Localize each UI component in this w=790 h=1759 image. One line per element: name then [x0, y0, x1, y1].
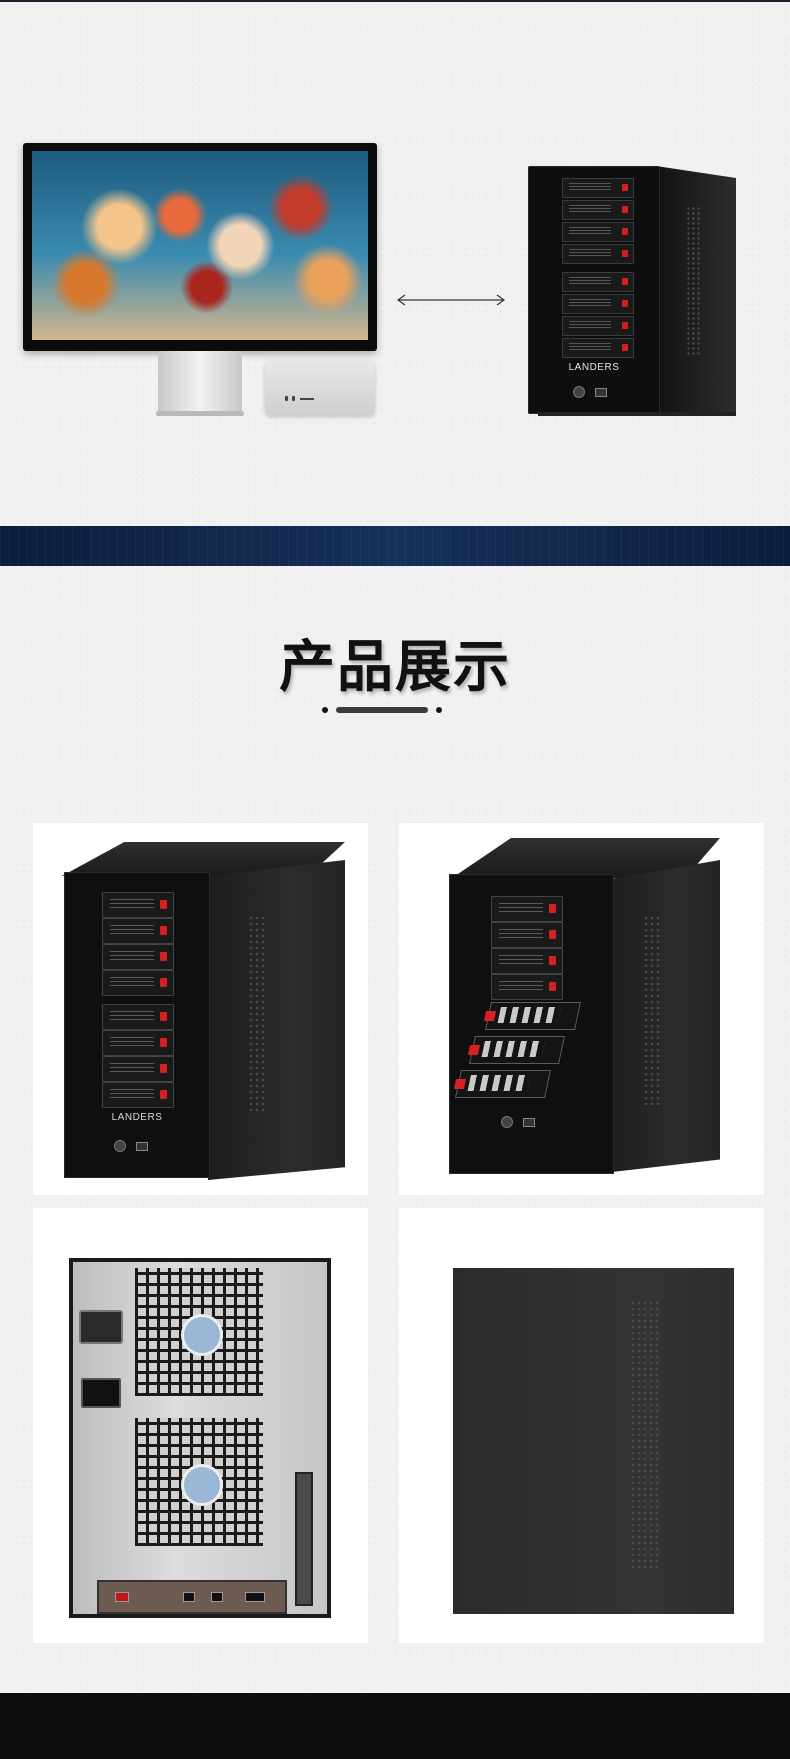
bay-led-icon	[622, 300, 628, 307]
drive-bay	[562, 244, 634, 264]
bay-led-icon	[549, 956, 556, 965]
bay-led-icon	[622, 344, 628, 351]
power-button-icon	[114, 1140, 126, 1152]
drive-bay	[562, 178, 634, 198]
power-button-icon	[501, 1116, 513, 1128]
drive-tray	[102, 970, 174, 996]
drive-tray-extended	[483, 1002, 581, 1030]
nas-enclosure-hero: LANDERS	[528, 166, 736, 416]
drive-tray	[102, 1082, 174, 1108]
fan-grill	[135, 1418, 263, 1546]
bay-led-icon	[549, 930, 556, 939]
drive-bays	[562, 178, 634, 360]
fan-grill	[135, 1268, 263, 1396]
footer-bar	[0, 1693, 790, 1759]
usb-port-icon	[292, 396, 295, 401]
bay-led-icon	[160, 1064, 167, 1073]
bay-led-icon	[160, 952, 167, 961]
bay-led-icon	[622, 278, 628, 285]
drive-tray	[102, 1004, 174, 1030]
drive-tray	[102, 1030, 174, 1056]
vent-holes	[248, 915, 268, 1115]
bay-led-icon	[160, 978, 167, 987]
drive-tray	[102, 944, 174, 970]
title-underline	[322, 705, 442, 715]
studio-display-monitor	[23, 143, 377, 351]
bay-led-icon	[622, 206, 628, 213]
bay-led-icon	[622, 250, 628, 257]
drive-tray	[491, 896, 563, 922]
monitor-stand	[158, 351, 242, 415]
underline-dot	[322, 707, 328, 713]
usb-port-icon	[523, 1118, 535, 1127]
bay-led-icon	[622, 228, 628, 235]
drive-bay	[562, 272, 634, 292]
bay-led-icon	[160, 1090, 167, 1099]
underline-bar	[336, 707, 428, 713]
drive-bay	[562, 222, 634, 242]
hero-section: LANDERS	[0, 2, 790, 526]
side-panel	[453, 1268, 734, 1614]
bay-led-icon	[160, 926, 167, 935]
drive-bay	[562, 316, 634, 336]
usb-port-icon	[115, 1592, 129, 1602]
rear-chassis	[69, 1258, 331, 1618]
power-button-icon	[573, 386, 585, 398]
vent-holes	[686, 206, 700, 356]
tray-handle-icon	[453, 1079, 467, 1089]
drive-tray	[102, 892, 174, 918]
tower-side	[612, 860, 720, 1172]
monitor-base	[156, 411, 244, 416]
bay-led-icon	[160, 900, 167, 909]
vent-holes	[630, 1300, 662, 1570]
tower-side	[208, 860, 345, 1180]
bay-led-icon	[549, 904, 556, 913]
drive-tray	[491, 948, 563, 974]
drive-tray	[102, 918, 174, 944]
section-title: 产品展示	[279, 635, 511, 700]
drive-bay	[562, 338, 634, 358]
section-divider-banner	[0, 526, 790, 566]
bay-led-icon	[160, 1012, 167, 1021]
brand-label: LANDERS	[111, 1112, 163, 1123]
hdmi-port-icon	[245, 1592, 265, 1602]
tray-handle-icon	[467, 1045, 481, 1055]
bay-led-icon	[160, 1038, 167, 1047]
drive-tray-extended	[467, 1036, 565, 1064]
tower-front	[449, 874, 614, 1174]
usb-port-icon	[595, 388, 607, 397]
drive-tray	[491, 974, 563, 1000]
sd-slot-icon	[300, 398, 314, 400]
drive-bay	[562, 294, 634, 314]
psu-fan-icon	[79, 1310, 123, 1344]
power-socket-icon	[81, 1378, 121, 1408]
tray-handle-icon	[483, 1011, 497, 1021]
bay-led-icon	[549, 982, 556, 991]
fan-icon	[181, 1464, 223, 1506]
usb-port-icon	[285, 396, 288, 401]
underline-dot	[436, 707, 442, 713]
usb-port-icon	[136, 1142, 148, 1151]
nas-front-panel: LANDERS	[528, 166, 660, 414]
drive-bay	[562, 200, 634, 220]
fan-icon	[181, 1314, 223, 1356]
vent-holes	[643, 915, 661, 1105]
drive-tray-extended	[453, 1070, 551, 1098]
mac-studio-computer	[265, 360, 375, 415]
usb-c-port-icon	[211, 1592, 223, 1602]
expansion-slot	[295, 1472, 313, 1606]
bay-led-icon	[622, 184, 628, 191]
io-plate	[97, 1580, 287, 1614]
top-border	[0, 0, 790, 2]
bay-led-icon	[622, 322, 628, 329]
monitor-screen-artwork	[32, 151, 368, 340]
nas-feet	[538, 412, 736, 416]
brand-label: LANDERS	[568, 362, 620, 373]
usb-c-port-icon	[183, 1592, 195, 1602]
drive-tray	[491, 922, 563, 948]
tower-front: LANDERS	[64, 872, 210, 1178]
drive-tray	[102, 1056, 174, 1082]
bidirectional-arrow-icon	[396, 294, 506, 306]
